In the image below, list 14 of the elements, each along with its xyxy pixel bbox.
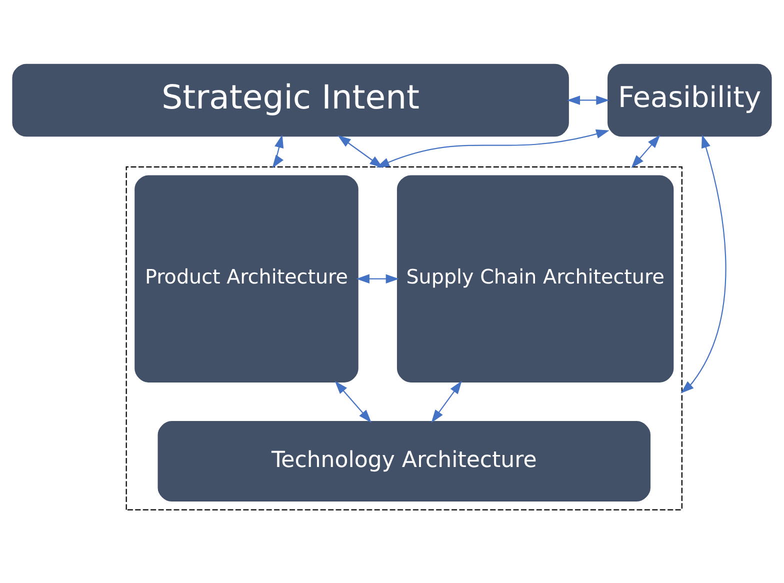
arrow <box>356 274 400 284</box>
node-box: Technology Architecture <box>158 421 650 502</box>
node-box: Feasibility <box>608 64 772 137</box>
arrow <box>431 380 462 423</box>
node-box: Strategic Intent <box>12 64 569 137</box>
cluster <box>126 166 682 510</box>
arrow <box>566 96 610 105</box>
arrow <box>680 134 726 394</box>
arrow <box>334 380 372 423</box>
arrow <box>272 134 284 168</box>
arrow <box>376 129 610 168</box>
node-box: Product Architecture <box>134 175 358 382</box>
node-box: Supply Chain Architecture <box>396 175 674 382</box>
arrow <box>631 134 660 168</box>
